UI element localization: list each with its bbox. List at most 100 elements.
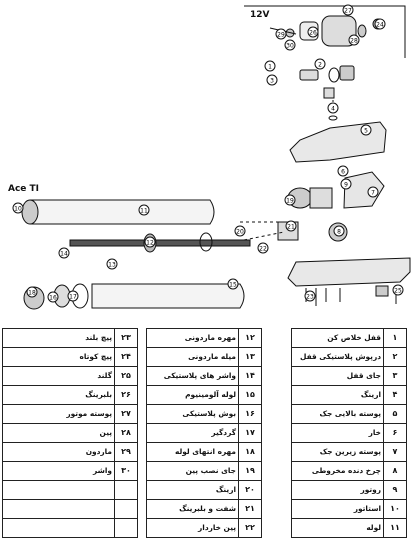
part-name: گردگیر — [146, 423, 239, 443]
callout-circle — [348, 34, 360, 46]
callout-number: 22 — [259, 246, 267, 253]
part-name: روتور — [291, 480, 384, 500]
part-name: ارینگ — [291, 385, 384, 405]
motor-block — [343, 171, 385, 209]
part-number: ۱۵ — [238, 385, 262, 405]
part-name: پیچ بلند — [2, 328, 115, 348]
part-name: پیچ کوتاه — [2, 347, 115, 367]
part-number: ۲۸ — [114, 423, 138, 443]
part-name: مهره انتهای لوله — [146, 442, 239, 462]
callout-number: 21 — [287, 224, 295, 231]
part-number: ۱۹ — [238, 461, 262, 481]
part-number: ۲۷ — [114, 404, 138, 424]
part-name: لوله — [291, 518, 384, 538]
callout-number: 11 — [140, 208, 148, 215]
parts-row — [2, 499, 138, 519]
callout-circle — [144, 236, 156, 248]
part-number: ۷ — [383, 442, 407, 462]
part-name: جای قفل — [291, 366, 384, 386]
callout-number: 30 — [286, 43, 294, 50]
part-number: ۲۹ — [114, 442, 138, 462]
callout-circle — [106, 258, 118, 270]
callout-number: 20 — [236, 229, 244, 236]
part-name — [2, 518, 115, 538]
callout-circle — [234, 225, 246, 237]
callout-circle — [314, 58, 326, 70]
callout-number: 15 — [229, 282, 237, 289]
upper-housing — [289, 121, 387, 163]
callout-number: 8 — [337, 229, 341, 236]
callout-circle — [58, 247, 70, 259]
aluminium-tube — [91, 283, 245, 309]
part-name: ماردون — [2, 442, 115, 462]
callout-circle — [337, 165, 349, 177]
callout-circle — [257, 242, 269, 254]
callout-circle — [284, 194, 296, 206]
part-number: ۱۳ — [238, 347, 262, 367]
callout-circle — [327, 102, 339, 114]
part-number: ۲۶ — [114, 385, 138, 405]
inset-frame — [244, 5, 406, 58]
callout-number: 29 — [277, 32, 285, 39]
callout-circle — [333, 225, 345, 237]
part-name: مهره ماردونی — [146, 328, 239, 348]
part-name: میله ماردونی — [146, 347, 239, 367]
part-name: استاتور — [291, 499, 384, 519]
part-number — [114, 518, 138, 538]
callout-number: 9 — [344, 182, 348, 189]
callout-circle — [392, 284, 404, 296]
part-name: واشر های پلاستیکی — [146, 366, 239, 386]
callout-circle — [138, 204, 150, 216]
part-number: ۲۰ — [238, 480, 262, 500]
callout-number: 6 — [341, 169, 345, 176]
callout-number: 1 — [268, 64, 272, 71]
callout-circle — [26, 286, 38, 298]
part-name: درپوش پلاستیکی قفل — [291, 347, 384, 367]
lower-housing — [287, 257, 411, 287]
callout-circle — [285, 220, 297, 232]
part-number — [114, 480, 138, 500]
callout-number: 7 — [371, 190, 375, 197]
callout-number: 27 — [344, 8, 352, 15]
part-number: ۹ — [383, 480, 407, 500]
part-number: ۶ — [383, 423, 407, 443]
part-name: قفل خلاص کن — [291, 328, 384, 348]
part-name: خار — [291, 423, 384, 443]
callout-circle — [284, 39, 296, 51]
callout-number: 28 — [350, 38, 358, 45]
parts-row — [2, 480, 138, 500]
callout-number: 26 — [309, 30, 317, 37]
part-number: ۱۰ — [383, 499, 407, 519]
lock-part — [299, 69, 319, 81]
part-name: بلبرینگ — [2, 385, 115, 405]
callout-number: 13 — [108, 262, 116, 269]
part-name — [2, 499, 115, 519]
part-number: ۳۰ — [114, 461, 138, 481]
callout-number: 25 — [394, 288, 402, 295]
callout-circle — [67, 290, 79, 302]
callout-number: 12 — [146, 240, 154, 247]
part-number: ۲۲ — [238, 518, 262, 538]
part-name: لوله آلومینیوم — [146, 385, 239, 405]
part-name: چرخ دنده مخروطی — [291, 461, 384, 481]
